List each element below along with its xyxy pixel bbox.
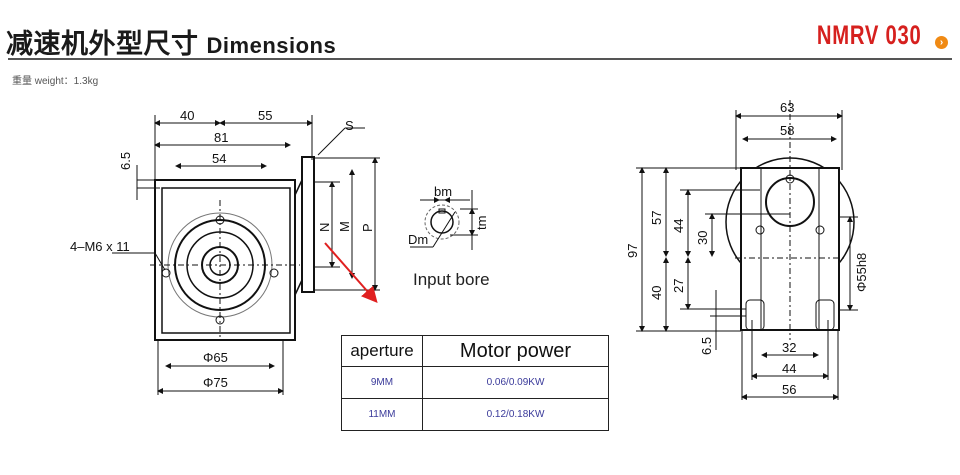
- dim-97: 97: [625, 244, 640, 258]
- dim-m: M: [337, 221, 352, 232]
- header-aperture: aperture: [341, 335, 423, 367]
- table-row: 11MM 0.12/0.18KW: [341, 398, 609, 431]
- table-header-row: aperture Motor power: [341, 335, 609, 367]
- dim-phi65: Φ65: [203, 350, 228, 365]
- weight-label: 重量 weight：1.3kg: [12, 76, 99, 87]
- dim-30: 30: [695, 231, 710, 245]
- dim-p: P: [360, 223, 375, 232]
- dim-54: 54: [212, 151, 226, 166]
- dim-40-vertical: 40: [649, 286, 664, 300]
- dim-n: N: [317, 223, 332, 232]
- dim-56: 56: [782, 382, 796, 397]
- title-cn: 减速机外型尺寸: [6, 29, 199, 59]
- dim-phi75: Φ75: [203, 375, 228, 390]
- dim-32: 32: [782, 340, 796, 355]
- dim-dm: Dm: [408, 232, 428, 247]
- page-title: 减速机外型尺寸 Dimensions: [6, 22, 336, 61]
- header-divider: [8, 58, 952, 60]
- cell-motor-power: 0.12/0.18KW: [422, 398, 609, 431]
- chevron-right-circle-icon[interactable]: ›: [935, 36, 948, 49]
- input-bore-label: Input bore: [413, 270, 490, 289]
- dim-44-horizontal: 44: [782, 361, 796, 376]
- dim-tm: tm: [474, 216, 489, 230]
- dim-58: 58: [780, 123, 794, 138]
- title-en: Dimensions: [206, 33, 337, 58]
- dim-phi55h8: Φ55h8: [854, 253, 869, 292]
- dim-57: 57: [649, 211, 664, 225]
- table-row: 9MM 0.06/0.09KW: [341, 366, 609, 399]
- side-view: [112, 115, 380, 395]
- dim-bm: bm: [434, 184, 452, 199]
- spec-table: aperture Motor power 9MM 0.06/0.09KW 11M…: [341, 335, 609, 431]
- cell-aperture: 9MM: [341, 366, 423, 399]
- dim-81: 81: [214, 130, 228, 145]
- dim-55: 55: [258, 108, 272, 123]
- cell-aperture: 11MM: [341, 398, 423, 431]
- header-motor-power: Motor power: [422, 335, 609, 367]
- cell-motor-power: 0.06/0.09KW: [422, 366, 609, 399]
- dim-63: 63: [780, 100, 794, 115]
- dim-44-vertical: 44: [671, 219, 686, 233]
- pointer-arrow: [324, 242, 378, 304]
- front-view: [636, 100, 858, 400]
- dim-6-5: 6.5: [118, 152, 133, 170]
- dim-s: S: [345, 118, 354, 133]
- dim-6-5-front: 6.5: [699, 337, 714, 355]
- model-name: NMRV 030: [817, 20, 922, 50]
- input-bore-diagram: [410, 190, 478, 250]
- dim-27: 27: [671, 279, 686, 293]
- dim-40: 40: [180, 108, 194, 123]
- dim-bolt: 4–M6 x 11: [70, 239, 130, 254]
